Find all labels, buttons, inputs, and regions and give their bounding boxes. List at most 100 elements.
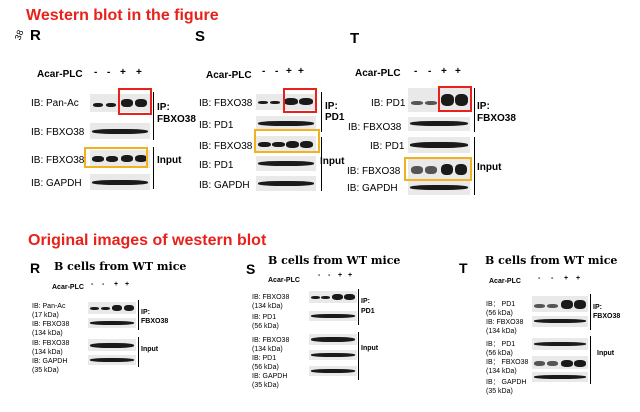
sign-lane2: -: [107, 67, 111, 78]
input-label: Input: [477, 162, 502, 173]
bracket-line: [590, 336, 591, 384]
cropped-label: 38: [12, 28, 26, 42]
sign-lane2: -: [328, 272, 331, 279]
bracket-line: [321, 137, 322, 191]
blot-strip: [532, 338, 588, 350]
blot-strip: [532, 372, 588, 382]
sign-lane2: -: [102, 281, 105, 288]
row-label: IB: FBXO38(134 kDa): [32, 340, 70, 356]
blot-strip: [309, 334, 357, 345]
blot-strip: [532, 296, 588, 312]
treatment-label: Acar-PLC: [489, 278, 521, 285]
ip-label: IP:: [477, 101, 490, 112]
bracket-line: [153, 92, 154, 140]
row-label: IB: PD1: [370, 141, 405, 152]
bracket-line: [321, 92, 322, 132]
ip-target: FBXO38: [157, 114, 196, 125]
ip-target: PD1: [361, 308, 375, 315]
row-label: IB: FBXO38(134 kDa): [252, 294, 290, 310]
sign-lane1: -: [414, 66, 418, 77]
row-label: IB: FBXO38(134 kDa): [32, 321, 70, 337]
blot-strip: [309, 366, 357, 376]
blot-strip: [408, 117, 470, 131]
ip-label: IP:: [593, 304, 602, 311]
sign-lane1: -: [538, 275, 541, 282]
row-label: IB: GAPDH(35 kDa): [32, 358, 68, 374]
sign-lane4: +: [576, 275, 581, 282]
sign-lane1: -: [262, 66, 266, 77]
treatment-label: Acar-PLC: [37, 69, 83, 80]
ip-label: IP:: [141, 309, 150, 316]
panel-letter: S: [195, 28, 206, 45]
bracket-line: [358, 289, 359, 325]
sign-lane3: +: [120, 67, 126, 78]
sign-lane1: -: [94, 67, 98, 78]
row-label: IB: FBXO38(134 kDa): [252, 337, 290, 353]
row-label: IB: PD1(56 kDa): [252, 314, 279, 330]
treatment-label: Acar-PLC: [268, 277, 300, 284]
row-label: IB: PD1: [199, 160, 234, 171]
sign-lane2: -: [551, 275, 554, 282]
highlight-box-yellow: [254, 129, 320, 153]
blot-strip: [309, 311, 357, 321]
row-label: IB: Pan-Ac: [31, 98, 79, 109]
row-label: IB: FBXO38: [31, 155, 85, 166]
row-label: IB： PD1(56 kDa): [486, 301, 516, 317]
highlight-box-red: [438, 86, 472, 112]
row-label: IB： FBXO38(134 kDa): [486, 359, 529, 375]
row-label: IB: GAPDH(35 kDa): [252, 373, 288, 389]
sign-lane2: -: [275, 66, 279, 77]
highlight-box-red: [118, 88, 152, 115]
row-label: IB: FBXO38: [348, 122, 402, 133]
row-label: IB: PD1: [371, 98, 406, 109]
sign-lane3: +: [286, 66, 292, 77]
sign-lane4: +: [125, 281, 130, 288]
panel-letter: R: [30, 260, 41, 276]
panel-letter: R: [30, 27, 41, 44]
sign-lane3: +: [441, 66, 447, 77]
ip-label: IP:: [325, 101, 338, 112]
blot-strip: [256, 116, 316, 131]
bracket-line: [138, 337, 139, 367]
treatment-label: Acar-PLC: [206, 70, 252, 81]
bracket-line: [153, 147, 154, 189]
row-label: IB: FBXO38(134 kDa): [486, 319, 524, 335]
sign-lane4: +: [298, 66, 304, 77]
panel-letter: T: [350, 30, 360, 47]
sign-lane1: -: [318, 272, 321, 279]
sign-lane3: +: [564, 275, 569, 282]
input-label: Input: [141, 346, 159, 353]
blot-strip: [90, 174, 150, 190]
ip-target: FBXO38: [593, 313, 621, 320]
blot-strip: [256, 94, 316, 110]
ip-target: FBXO38: [141, 318, 169, 325]
section-title: Original images of western blot: [28, 232, 267, 249]
row-label: IB： PD1(56 kDa): [486, 341, 516, 357]
ip-target: PD1: [325, 112, 345, 123]
panel-subtitle: B cells from WT mice: [54, 260, 187, 273]
treatment-label: Acar-PLC: [52, 284, 84, 291]
row-label: IB: FBXO38: [347, 166, 401, 177]
blot-strip: [90, 150, 150, 168]
sign-lane1: -: [91, 281, 94, 288]
row-label: IB: Pan-Ac(17 kDa): [32, 303, 66, 319]
bracket-line: [358, 332, 359, 380]
blot-strip: [408, 158, 470, 180]
blot-strip: [309, 350, 357, 360]
row-label: IB: GAPDH: [199, 180, 250, 191]
blot-strip: [88, 339, 136, 351]
input-label: Input: [597, 350, 615, 357]
panel-subtitle: B cells from WT mice: [268, 254, 401, 267]
sign-lane2: -: [428, 66, 432, 77]
bracket-line: [474, 88, 475, 132]
blot-strip: [90, 123, 150, 139]
row-label: IB: FBXO38: [31, 127, 85, 138]
treatment-label: Acar-PLC: [355, 68, 401, 79]
highlight-box-yellow: [84, 147, 148, 168]
row-label: IB: GAPDH: [31, 178, 82, 189]
blot-strip: [256, 156, 316, 171]
sign-lane4: +: [136, 67, 142, 78]
input-label: Input: [320, 156, 345, 167]
panel-letter: S: [246, 261, 256, 277]
input-label: Input: [361, 345, 379, 352]
